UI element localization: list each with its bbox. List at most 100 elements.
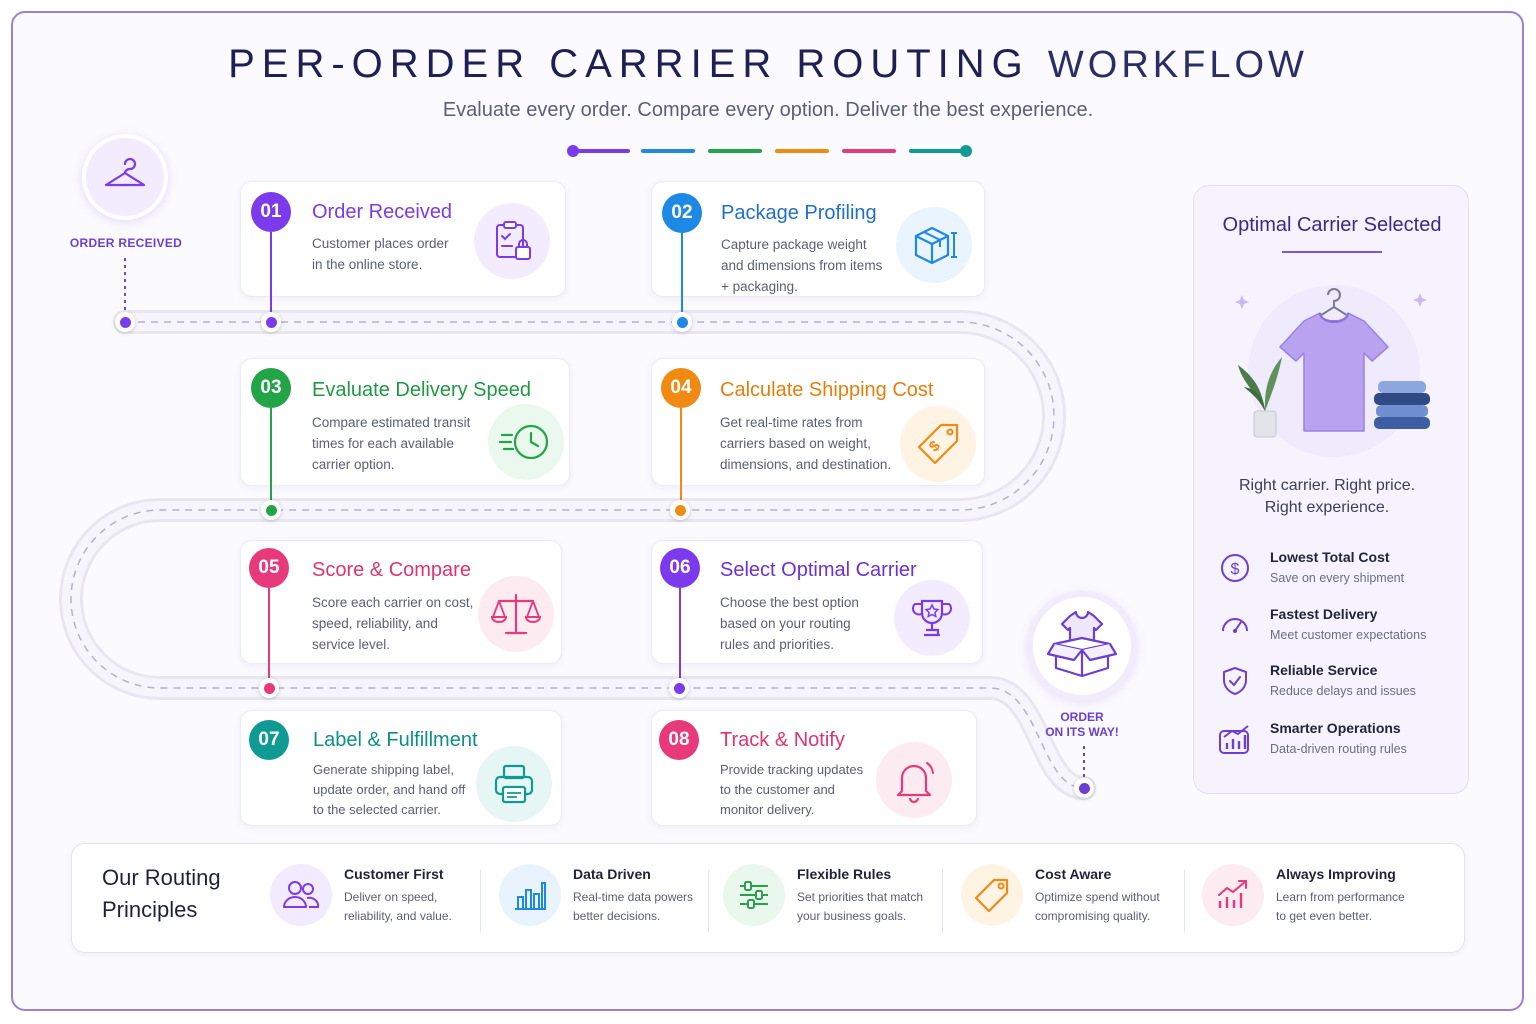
step-title-08: Track & Notify (720, 729, 845, 751)
step-title-05: Score & Compare (312, 559, 471, 581)
principle-name: Customer First (344, 866, 444, 882)
open-box-shirt-icon (1040, 602, 1124, 691)
tshirt-illustration (1224, 281, 1444, 461)
principle-desc: Optimize spend without compromising qual… (1035, 890, 1160, 923)
step-stem-01 (270, 232, 272, 314)
benefit-title: Reliable Service (1270, 662, 1378, 678)
principle-divider (942, 870, 943, 932)
step-number-05: 05 (249, 548, 289, 588)
clipboard-lock-icon (474, 203, 550, 279)
divider-segment (641, 149, 695, 153)
principle-customer-first: Customer First Deliver on speed, reliabi… (270, 862, 480, 934)
step-number-06: 06 (660, 548, 700, 588)
step-stem-02 (681, 232, 683, 314)
speedometer-icon (1218, 608, 1252, 642)
principle-cost-aware: Cost Aware Optimize spend without compro… (961, 862, 1191, 934)
divider-end-dot (960, 145, 972, 157)
principles-title: Our Routing Principles (102, 865, 221, 922)
users-icon (270, 864, 332, 926)
step-number-01: 01 (251, 192, 291, 232)
panel-tagline: Right carrier. Right price. Right experi… (1238, 477, 1416, 516)
route-node-02 (672, 312, 692, 332)
page-subtitle: Evaluate every order. Compare every opti… (442, 99, 1094, 121)
benefit-fastest-delivery: Fastest Delivery Meet customer expectati… (1218, 606, 1458, 652)
fast-clock-icon (488, 404, 564, 480)
trophy-icon (894, 580, 970, 656)
step-title-02: Package Profiling (721, 202, 877, 224)
route-end-node (1074, 778, 1094, 798)
optimal-carrier-panel: Optimal Carrier Selected Right carrier. … (1193, 185, 1469, 794)
principle-divider (1184, 870, 1185, 932)
step-desc-02: Capture package weight and dimensions fr… (721, 237, 883, 294)
step-title-07: Label & Fulfillment (313, 729, 478, 751)
printer-icon (476, 746, 552, 822)
principle-desc: Learn from performance to get even bette… (1276, 890, 1405, 923)
tag-icon (961, 864, 1023, 926)
sliders-icon (723, 864, 785, 926)
step-number-02: 02 (662, 193, 702, 233)
principle-divider (480, 870, 481, 932)
principle-flexible-rules: Flexible Rules Set priorities that match… (723, 862, 943, 934)
panel-title: Optimal Carrier Selected (1222, 214, 1442, 236)
benefit-title: Lowest Total Cost (1270, 549, 1390, 565)
hanger-icon (102, 152, 148, 203)
growth-chart-icon (1218, 722, 1252, 756)
step-desc-06: Choose the best option based on your rou… (720, 595, 859, 652)
order-received-label: ORDER RECEIVED (69, 236, 183, 250)
step-title-06: Select Optimal Carrier (720, 559, 917, 581)
order-on-its-way-label: ORDER ON ITS WAY! (1045, 710, 1119, 739)
route-node-01 (261, 312, 281, 332)
principle-name: Data Driven (573, 866, 651, 882)
step-number-08: 08 (659, 720, 699, 760)
benefit-smarter-operations: Smarter Operations Data-driven routing r… (1218, 720, 1458, 766)
scale-icon (478, 576, 554, 652)
step-number-03: 03 (251, 368, 291, 408)
principle-divider (708, 870, 709, 932)
step-desc-07: Generate shipping label, update order, a… (313, 762, 466, 817)
benefit-title: Smarter Operations (1270, 720, 1401, 736)
principle-desc: Set priorities that match your business … (797, 890, 924, 923)
step-desc-04: Get real-time rates from carriers based … (720, 415, 892, 472)
benefit-lowest-total-cost: $ Lowest Total Cost Save on every shipme… (1218, 549, 1458, 595)
principle-name: Cost Aware (1035, 866, 1112, 882)
step-stem-06 (679, 588, 681, 680)
step-desc-03: Compare estimated transit times for each… (312, 415, 471, 472)
order-received-badge (82, 134, 168, 220)
route-node-03 (261, 500, 281, 520)
shield-check-icon (1218, 664, 1252, 698)
svg-text:$: $ (1231, 561, 1240, 578)
step-number-04: 04 (661, 368, 701, 408)
principle-desc: Real-time data powers better decisions. (573, 890, 694, 923)
benefit-subtitle: Meet customer expectations (1270, 628, 1427, 642)
divider-segment (775, 149, 829, 153)
divider-segment (909, 149, 965, 153)
benefit-subtitle: Save on every shipment (1270, 571, 1405, 585)
benefit-title: Fastest Delivery (1270, 606, 1378, 622)
step-title-01: Order Received (312, 201, 453, 223)
page-title: PER-ORDER CARRIER ROUTING WORKFLOW (228, 42, 1308, 86)
step-desc-01: Customer places order in the online stor… (312, 236, 449, 272)
svg-text:$: $ (926, 437, 944, 455)
principle-always-improving: Always Improving Learn from performance … (1202, 862, 1432, 934)
route-start-node (115, 312, 135, 332)
step-desc-08: Provide tracking updates to the customer… (720, 762, 864, 817)
step-title-04: Calculate Shipping Cost (720, 379, 934, 401)
package-box-icon (896, 207, 972, 283)
route-node-06 (669, 678, 689, 698)
step-number-07: 07 (249, 720, 289, 760)
benefit-subtitle: Reduce delays and issues (1270, 684, 1416, 698)
divider-segment (842, 149, 896, 153)
step-stem-04 (680, 408, 682, 502)
panel-title-underline (1282, 251, 1382, 253)
routing-principles-bar: Our Routing Principles Customer First De… (71, 843, 1465, 953)
divider-start-dot (567, 145, 579, 157)
route-node-04 (670, 500, 690, 520)
bar-chart-icon (499, 864, 561, 926)
bell-icon (876, 742, 952, 818)
principle-name: Flexible Rules (797, 866, 892, 882)
principle-data-driven: Data Driven Real-time data powers better… (499, 862, 709, 934)
benefit-reliable-service: Reliable Service Reduce delays and issue… (1218, 662, 1458, 708)
step-desc-05: Score each carrier on cost, speed, relia… (312, 595, 474, 652)
divider-segment (574, 149, 630, 153)
